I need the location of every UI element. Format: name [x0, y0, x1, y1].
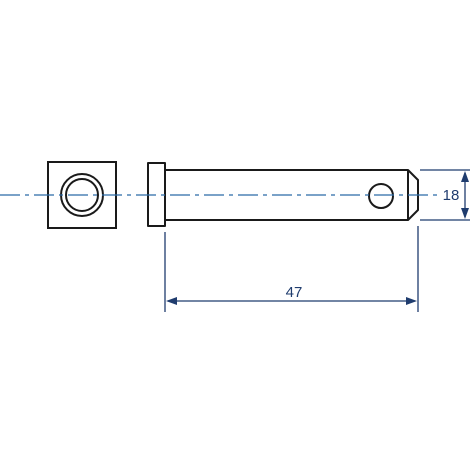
- length-arrow-right: [406, 297, 417, 305]
- length-dimension: [164, 226, 419, 312]
- length-dimension-label: 47: [286, 284, 303, 301]
- length-arrow-left: [166, 297, 177, 305]
- diameter-arrow-top: [461, 171, 469, 182]
- diameter-dimension-label: 18: [443, 187, 460, 204]
- diameter-dimension: [420, 169, 470, 221]
- diameter-arrow-bottom: [461, 208, 469, 219]
- end-view-inner-circle: [65, 178, 99, 212]
- cross-hole: [368, 183, 394, 209]
